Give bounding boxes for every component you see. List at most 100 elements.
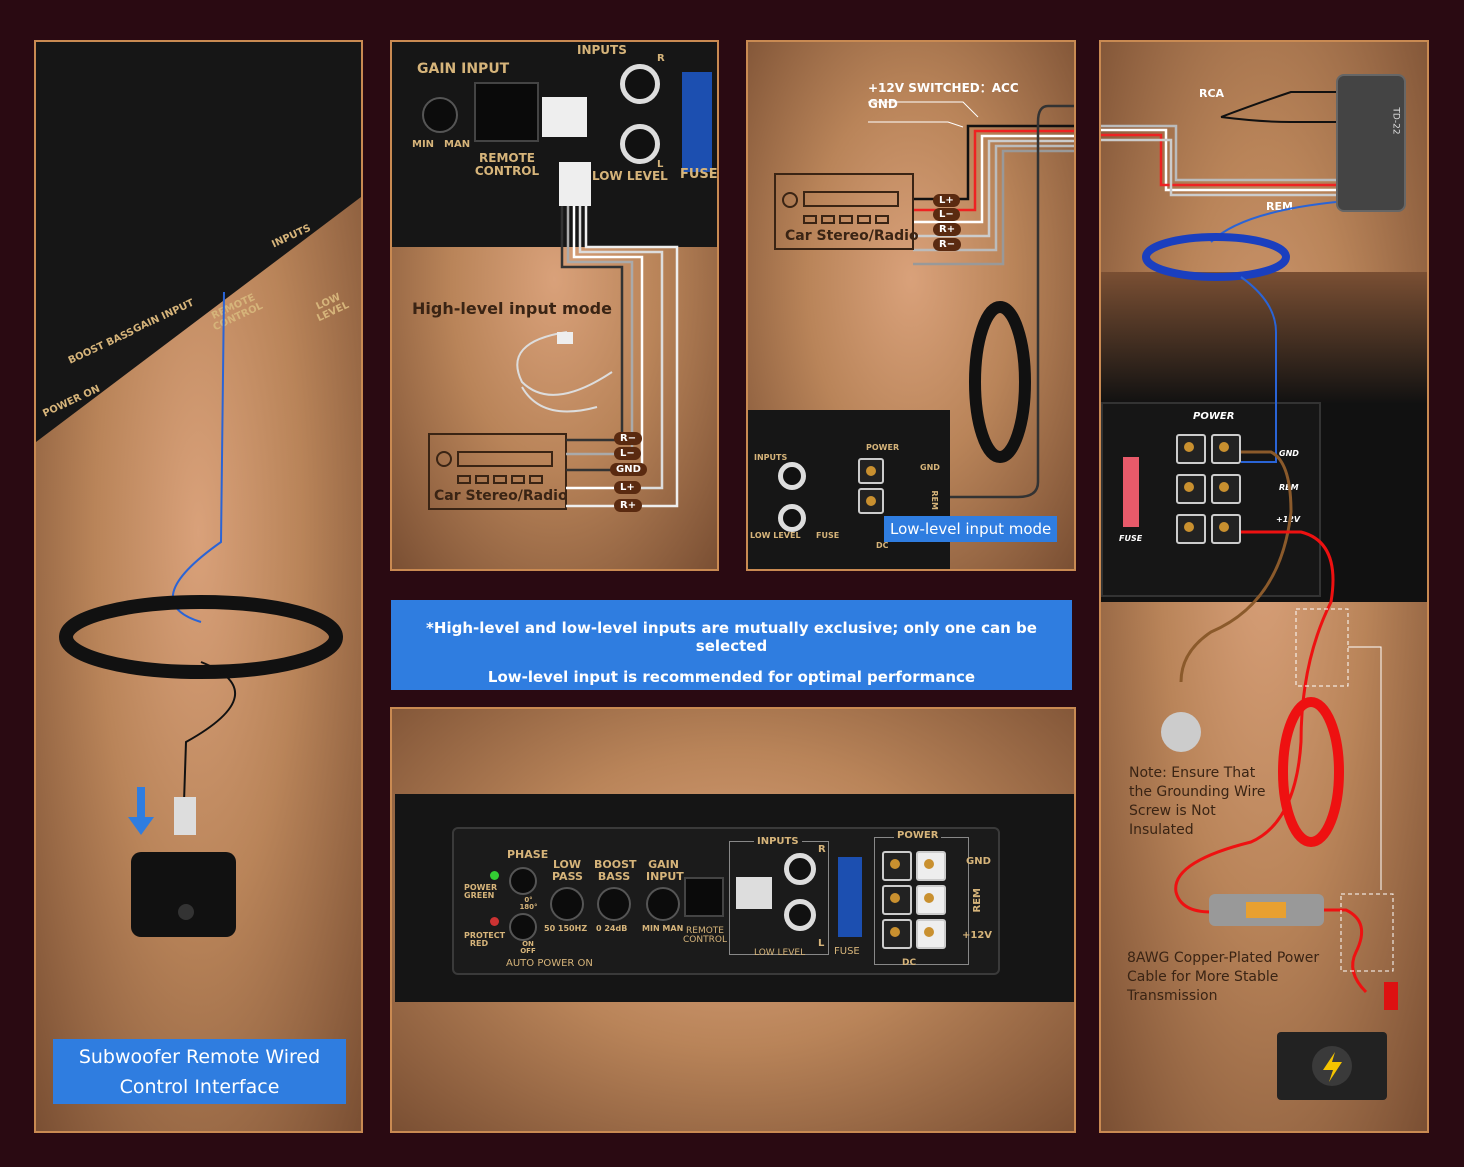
amp-inset <box>748 410 950 569</box>
gnd-label: GND <box>868 97 898 111</box>
power-led-label: POWER GREEN <box>464 883 498 901</box>
banner-line1: *High-level and low-level inputs are mut… <box>426 619 1037 655</box>
l-label: L <box>818 938 825 949</box>
max-label: MAN <box>444 139 471 150</box>
stereo-label: Car Stereo/Radio <box>785 228 919 244</box>
r-label: R <box>818 844 826 855</box>
fuse <box>682 72 712 172</box>
wire-tag: R− <box>614 432 643 445</box>
gnd-label: GND <box>920 463 940 472</box>
wire-tag: L+ <box>614 481 641 494</box>
panel-remote-interface: INPUTS BOOST BASS GAIN INPUT REMOTE CONT… <box>34 40 363 1133</box>
dc-label: DC <box>902 958 917 968</box>
rca-jack-l[interactable] <box>784 899 816 931</box>
amp-panel-closeup <box>392 42 717 247</box>
gain-knob[interactable] <box>646 887 680 921</box>
fuse-label: FUSE <box>834 946 860 957</box>
remote-interface-caption: Subwoofer Remote Wired Control Interface <box>53 1039 346 1104</box>
banner-line2: Low-level input is recommended for optim… <box>487 668 976 686</box>
inputs-label: INPUTS <box>754 453 788 462</box>
panel-power-wiring: POWER GND REM +12V FUSE TD-22 RCA REM No… <box>1099 40 1429 1133</box>
power-label: POWER <box>894 830 942 842</box>
terminal <box>858 488 884 514</box>
terminal-12v[interactable] <box>916 919 946 949</box>
phase-label: PHASE <box>507 848 549 861</box>
terminal-12v[interactable] <box>882 919 912 949</box>
power-label: POWER <box>1193 411 1235 422</box>
panel-low-level: +12V SWITCHED：ACC GND Car Stereo/Radio L… <box>746 40 1076 571</box>
rca-jack-r <box>620 64 660 104</box>
rca-jack-r[interactable] <box>784 853 816 885</box>
terminal-gnd[interactable] <box>882 851 912 881</box>
on-off-label: ON OFF <box>520 940 536 956</box>
td22-converter: TD-22 <box>1336 74 1406 212</box>
boost-bass-range: 0 24dB <box>596 924 628 933</box>
power-label: POWER <box>866 443 900 452</box>
wire-tag: GND <box>610 463 647 476</box>
gain-knob <box>422 97 458 133</box>
rj45-port <box>474 82 539 142</box>
exclusive-inputs-banner: *High-level and low-level inputs are mut… <box>391 600 1072 690</box>
rem-label: REM <box>971 888 983 913</box>
control-plate: PHASE POWER GREEN PROTECT RED 0° 180° ON… <box>452 827 1000 975</box>
boost-bass-knob[interactable] <box>597 887 631 921</box>
grounding-note: Note: Ensure That the Grounding Wire Scr… <box>1129 765 1266 838</box>
protect-led <box>490 917 499 926</box>
terminal-gnd <box>1211 434 1241 464</box>
high-level-connector[interactable] <box>736 877 772 909</box>
fuse <box>1123 457 1139 527</box>
power-led <box>490 871 499 880</box>
phase-range: 0° 180° <box>519 896 538 912</box>
low-pass-knob[interactable] <box>550 887 584 921</box>
low-level-label: LOW LEVEL <box>754 948 806 958</box>
wire-tag: R− <box>933 238 962 251</box>
wire-tag: R+ <box>614 499 643 512</box>
low-pass-range: 50 150HZ <box>544 924 588 933</box>
fuse-label: FUSE <box>816 531 840 540</box>
dc-label: DC <box>876 541 889 550</box>
fuse[interactable] <box>838 857 862 937</box>
terminal-gnd[interactable] <box>916 851 946 881</box>
fuse-label: FUSE <box>680 167 718 182</box>
rem-label: REM <box>929 490 939 510</box>
stereo-label: Car Stereo/Radio <box>434 488 568 504</box>
low-level-mode-badge: Low-level input mode <box>884 516 1058 542</box>
terminal-rem <box>1211 474 1241 504</box>
12v-label: +12V <box>1276 515 1301 524</box>
12v-label: +12V <box>962 930 993 941</box>
rca-jack-l <box>620 124 660 164</box>
protect-led-label: PROTECT RED <box>464 931 506 949</box>
wire-tag: R+ <box>933 223 962 236</box>
low-level-label: LOW LEVEL <box>592 169 668 183</box>
l-label: L <box>657 159 664 170</box>
terminal-gnd <box>1176 434 1206 464</box>
fuse-label: FUSE <box>1119 534 1143 543</box>
acc-label: +12V SWITCHED：ACC <box>868 81 1019 95</box>
gain-input-label: GAIN INPUT <box>646 858 684 883</box>
low-pass-label: LOW PASS <box>552 858 583 883</box>
auto-power-on-label: AUTO POWER ON <box>506 958 593 969</box>
boost-bass-label: BOOST BASS <box>594 858 637 883</box>
gnd-label: GND <box>966 856 991 867</box>
wire-tag: L− <box>933 208 960 221</box>
gain-input-label: GAIN INPUT <box>417 61 510 77</box>
high-level-wiring <box>428 97 679 510</box>
gain-range: MIN MAN <box>642 924 684 933</box>
terminal-rem[interactable] <box>882 885 912 915</box>
min-label: MIN <box>412 139 435 150</box>
high-level-mode-title: High-level input mode <box>412 299 612 318</box>
remote-port[interactable] <box>684 877 724 917</box>
gnd-label: GND <box>1279 449 1299 458</box>
terminal-rem[interactable] <box>916 885 946 915</box>
wire-tag: L+ <box>933 194 960 207</box>
terminal-rem <box>1176 474 1206 504</box>
terminal <box>858 458 884 484</box>
phase-switch[interactable] <box>509 867 537 895</box>
auto-power-switch[interactable] <box>509 913 537 941</box>
panel-amp-front: PHASE POWER GREEN PROTECT RED 0° 180° ON… <box>390 707 1076 1133</box>
rca-label: RCA <box>1199 87 1225 100</box>
rca-jack <box>778 462 806 490</box>
remote-cable <box>59 291 343 937</box>
cable-note: 8AWG Copper-Plated Power Cable for More … <box>1127 950 1320 1004</box>
power-wiring <box>1101 91 1398 1100</box>
